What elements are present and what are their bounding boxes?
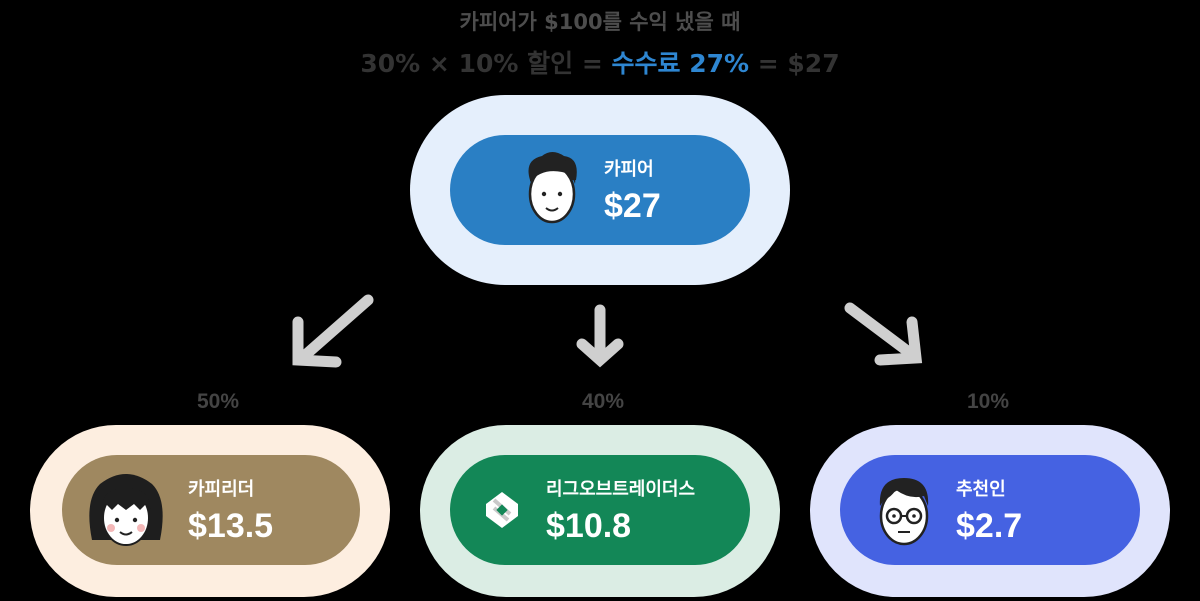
league-of-traders-logo-icon bbox=[486, 492, 518, 528]
formula-suffix: = $27 bbox=[757, 49, 840, 78]
diagram-title: 카피어가 $100를 수익 냈을 때 bbox=[459, 10, 741, 34]
glasses-man-face-icon bbox=[879, 478, 929, 546]
leader-name: 카피리더 bbox=[188, 478, 255, 500]
referrer-name: 추천인 bbox=[956, 478, 1006, 500]
arrow-right bbox=[844, 302, 923, 366]
formula-highlight: 수수료 27% bbox=[611, 49, 750, 78]
arrow-left bbox=[292, 294, 374, 368]
lot-pill: 리그오브트레이더스 $10.8 bbox=[450, 455, 750, 565]
branch-percent: 50% bbox=[196, 390, 240, 413]
lot-amount: $10.8 bbox=[546, 506, 632, 545]
man-face-icon bbox=[528, 152, 577, 224]
branch-percent: 40% bbox=[581, 390, 625, 413]
leader-pill: 카피리더 $13.5 bbox=[62, 455, 360, 565]
formula-prefix: 30% × 10% 할인 = bbox=[360, 49, 603, 78]
lot-name: 리그오브트레이더스 bbox=[546, 478, 696, 500]
fee-formula: 30% × 10% 할인 = 수수료 27% = $27 bbox=[0, 44, 1200, 80]
leader-amount: $13.5 bbox=[188, 506, 274, 545]
copier-name: 카피어 bbox=[604, 158, 654, 180]
copier-amount: $27 bbox=[604, 186, 661, 225]
branch-percent: 10% bbox=[966, 390, 1010, 413]
referrer-amount: $2.7 bbox=[956, 506, 1023, 545]
woman-face-icon bbox=[89, 474, 163, 546]
referrer-pill: 추천인 $2.7 bbox=[840, 455, 1140, 565]
arrow-down bbox=[576, 304, 624, 368]
copier-pill: 카피어 $27 bbox=[450, 135, 750, 245]
